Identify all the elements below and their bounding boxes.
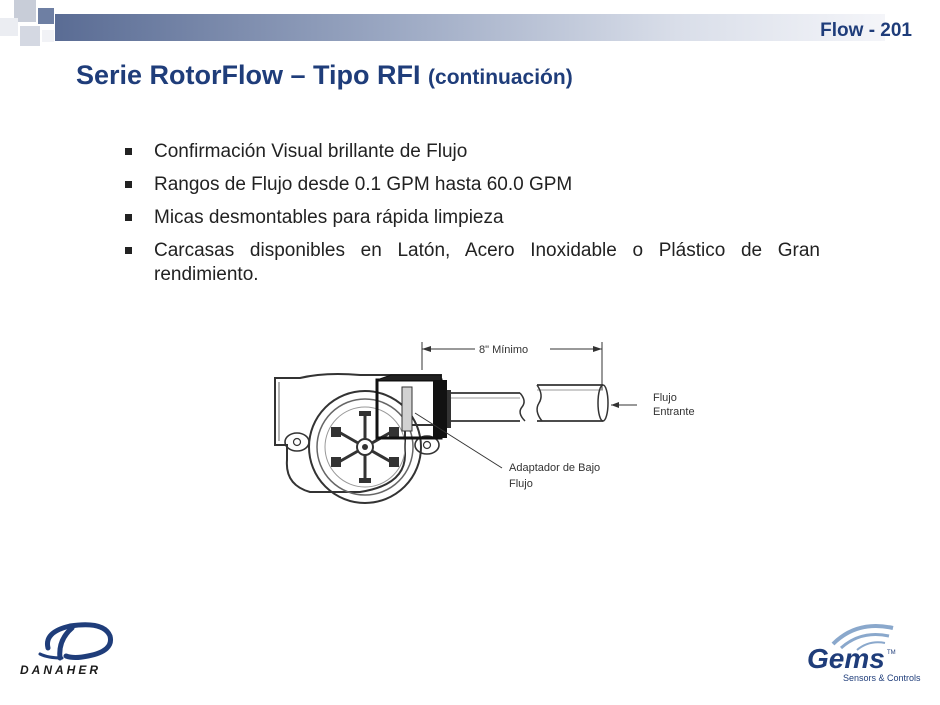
- gems-trademark: TM: [887, 650, 896, 656]
- corner-decoration: [0, 0, 80, 60]
- square-bullet-icon: [125, 247, 132, 254]
- flowmeter-diagram: 8" Mínimo Flujo: [274, 342, 695, 504]
- bullet-item: Confirmación Visual brillante de Flujo: [118, 140, 820, 164]
- dimension-label: 8" Mínimo: [479, 344, 528, 356]
- square-bullet-icon: [125, 181, 132, 188]
- gems-wordmark: Gems: [807, 643, 885, 674]
- adapter-label-line2: Flujo: [509, 478, 533, 490]
- danaher-wordmark: DANAHER: [20, 663, 101, 677]
- header-bar: [55, 14, 885, 41]
- bullet-item: Carcasas disponibles en Latón, Acero Ino…: [118, 239, 820, 287]
- title-main: Serie RotorFlow – Tipo RFI: [76, 60, 421, 90]
- title-sub: (continuación): [428, 66, 573, 89]
- gems-logo: Gems TM Sensors & Controls: [807, 624, 921, 683]
- slide-number: Flow - 201: [820, 20, 912, 41]
- bullet-item: Micas desmontables para rápida limpieza: [118, 206, 820, 230]
- bullet-item: Rangos de Flujo desde 0.1 GPM hasta 60.0…: [118, 173, 820, 197]
- adapter-label-line1: Adaptador de Bajo: [509, 462, 600, 474]
- danaher-logo: DANAHER: [20, 622, 114, 677]
- square-bullet-icon: [125, 148, 132, 155]
- flow-label-line2: Entrante: [653, 406, 695, 418]
- gems-tagline: Sensors & Controls: [843, 673, 921, 683]
- square-bullet-icon: [125, 214, 132, 221]
- flow-label-line1: Flujo: [653, 392, 677, 404]
- bullet-list: Confirmación Visual brillante de Flujo R…: [118, 140, 820, 296]
- slide-title: Serie RotorFlow – Tipo RFI (continuación…: [76, 60, 573, 91]
